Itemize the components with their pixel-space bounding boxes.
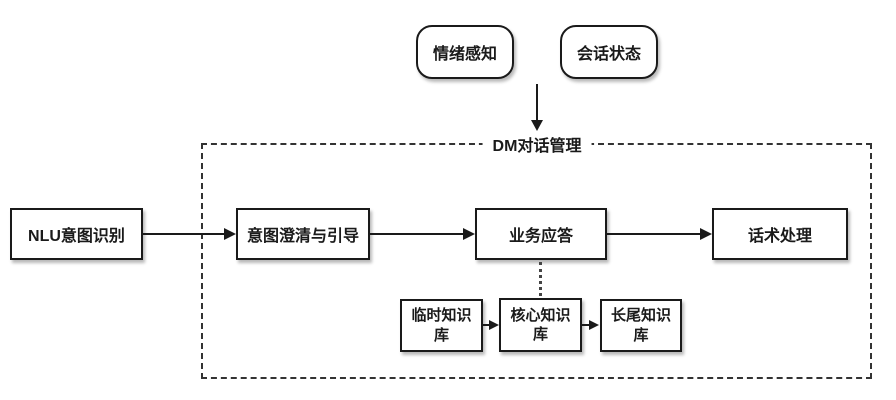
node-core-kb: 核心知识库	[499, 298, 582, 352]
dotted-connector-business-to-core-kb	[539, 262, 542, 296]
node-core-kb-label: 核心知识库	[510, 306, 571, 344]
dm-container-title: DM对话管理	[482, 132, 592, 156]
arrow-clarification-to-business-shaft	[370, 233, 464, 235]
node-emotion-perception: 情绪感知	[416, 25, 514, 79]
arrow-temporary-to-core-kb-shaft	[483, 324, 490, 326]
arrow-clarification-to-business-head	[463, 228, 475, 240]
node-longtail-kb-label: 长尾知识库	[610, 307, 671, 344]
node-business-response-label: 业务应答	[508, 228, 573, 245]
node-clarification-label: 意图澄清与引导	[246, 228, 359, 245]
node-session-state-label: 会话状态	[576, 46, 641, 63]
arrow-inputs-to-dm-shaft	[536, 84, 538, 121]
arrow-business-to-script-head	[700, 228, 712, 240]
arrow-core-to-longtail-kb-head	[589, 320, 599, 330]
arrow-business-to-script-shaft	[607, 233, 701, 235]
node-intent-clarification-guidance: 意图澄清与引导	[236, 208, 370, 260]
arrow-nlu-to-clarification-head	[224, 228, 236, 240]
arrow-inputs-to-dm-head	[531, 120, 543, 131]
node-session-state: 会话状态	[560, 25, 658, 79]
node-nlu-label: NLU意图识别	[28, 228, 125, 245]
node-business-response: 业务应答	[475, 208, 607, 260]
arrow-core-to-longtail-kb-shaft	[582, 324, 590, 326]
node-nlu-intent-recognition: NLU意图识别	[10, 208, 143, 260]
node-script-processing-label: 话术处理	[747, 228, 812, 245]
arrow-nlu-to-clarification-shaft	[143, 233, 225, 235]
arrow-temporary-to-core-kb-head	[489, 320, 499, 330]
node-temporary-kb: 临时知识库	[400, 299, 483, 352]
node-temporary-kb-label: 临时知识库	[411, 307, 472, 344]
node-longtail-kb: 长尾知识库	[600, 299, 682, 352]
node-emotion-perception-label: 情绪感知	[432, 46, 497, 63]
node-script-processing: 话术处理	[712, 208, 848, 260]
